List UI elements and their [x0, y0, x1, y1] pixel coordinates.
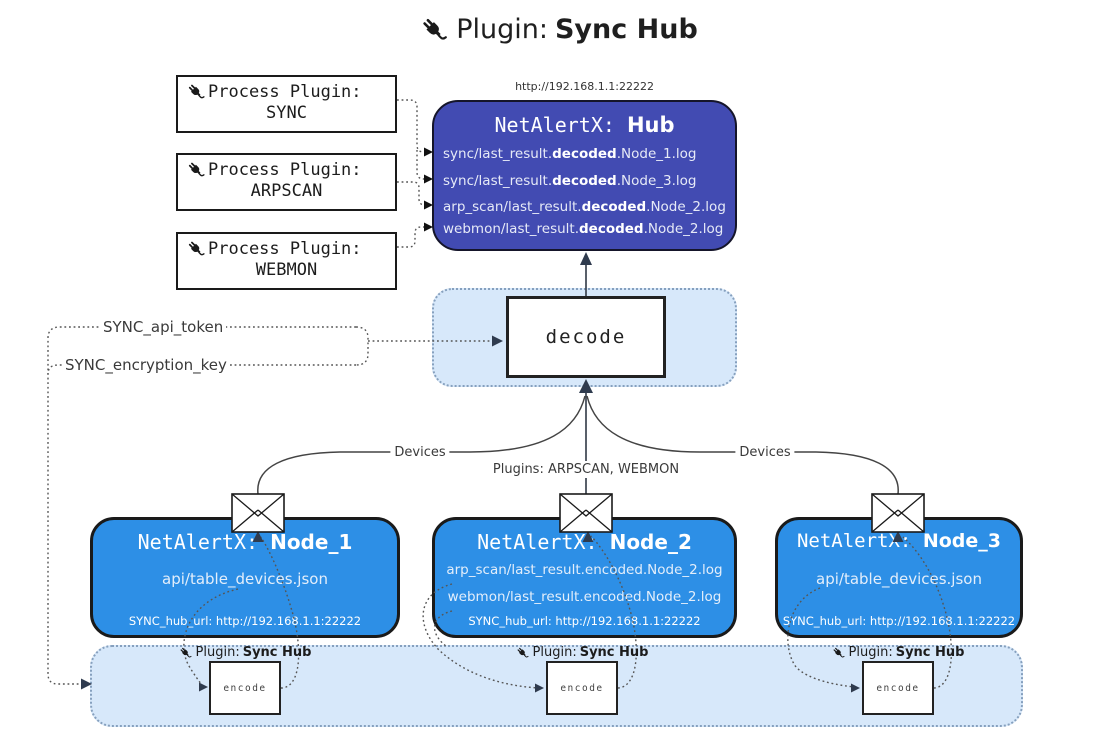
- arrowhead-into-hub: [580, 252, 592, 265]
- node-title-prefix: NetAlertX:: [477, 530, 610, 554]
- encode-plugin-prefix: Plugin:: [848, 645, 893, 660]
- connector-sync-feed: [397, 99, 429, 153]
- process-plugin-label: Process Plugin:: [208, 82, 362, 102]
- encode-box-1: encode: [209, 661, 281, 715]
- log-pre: sync/last_result.: [443, 173, 553, 189]
- plug-icon: [187, 82, 206, 102]
- log-bold: decoded: [579, 221, 644, 237]
- plugins-label: Plugins: ARPSCAN, WEBMON: [488, 461, 684, 478]
- encode-plugin-name: Sync Hub: [895, 645, 965, 660]
- page-title-prefix: Plugin:: [456, 14, 548, 45]
- connector-settings-cap: [355, 326, 369, 366]
- process-plugin-box-sync: Process Plugin: SYNC: [176, 75, 397, 133]
- log-pre: sync/last_result.: [443, 146, 553, 162]
- node-hub-url: SYNC_hub_url: http://192.168.1.1:22222: [468, 614, 701, 628]
- node-title: NetAlertX: Node_1: [93, 530, 397, 554]
- connector-webmon-feed: [397, 226, 429, 248]
- log-post: .Node_1.log: [616, 146, 697, 162]
- process-plugin-name: SYNC: [266, 103, 307, 123]
- log-post: .Node_2.log: [643, 221, 724, 237]
- log-post: .Node_3.log: [616, 173, 697, 189]
- node-box-node1: NetAlertX: Node_1 api/table_devices.json…: [90, 517, 400, 638]
- encode-box-2: encode: [546, 661, 618, 715]
- node-title-prefix: NetAlertX:: [137, 530, 271, 554]
- log-bold: decoded: [581, 199, 647, 215]
- hub-title-name: Hub: [626, 113, 675, 137]
- process-plugin-box-webmon: Process Plugin: WEBMON: [176, 232, 397, 290]
- sync-api-token-label: SYNC_api_token: [100, 318, 227, 336]
- node-file: api/table_devices.json: [816, 570, 982, 588]
- log-bold: decoded: [552, 173, 617, 189]
- encode-plugin-name: Sync Hub: [242, 645, 312, 660]
- process-plugin-label: Process Plugin:: [208, 239, 362, 259]
- log-post: .Node_2.log: [646, 199, 726, 215]
- node-title-name: Node_3: [922, 530, 1001, 552]
- log-bold: decoded: [552, 146, 617, 162]
- hub-title-prefix: NetAlertX:: [494, 113, 627, 137]
- devices-label-left: Devices: [390, 444, 450, 461]
- plug-icon: [832, 646, 846, 660]
- process-plugin-name: ARPSCAN: [250, 181, 323, 201]
- node-file: arp_scan/last_result.encoded.Node_2.log: [446, 562, 723, 578]
- hub-box: NetAlertX: Hub sync/last_result.decoded.…: [432, 100, 737, 251]
- node-title-name: Node_2: [609, 530, 692, 554]
- node-hub-url: SYNC_hub_url: http://192.168.1.1:22222: [782, 614, 1016, 628]
- process-plugin-label: Process Plugin:: [208, 160, 362, 180]
- encode-box-3: encode: [862, 661, 934, 715]
- plug-icon: [187, 160, 206, 180]
- hub-log-line: sync/last_result.decoded.Node_3.log: [443, 173, 735, 189]
- plug-icon: [516, 646, 530, 660]
- connector-sync-feed-2: [416, 150, 429, 180]
- plug-icon: [179, 646, 193, 660]
- page-title-name: Sync Hub: [554, 14, 698, 45]
- process-plugin-name: WEBMON: [255, 260, 318, 280]
- node-title: NetAlertX: Node_2: [435, 530, 734, 554]
- plug-icon: [187, 239, 206, 259]
- encode-plugin-label-2: Plugin: Sync Hub: [516, 645, 649, 660]
- log-pre: webmon/last_result.: [443, 221, 580, 237]
- encode-plugin-prefix: Plugin:: [532, 645, 577, 660]
- node-file: api/table_devices.json: [162, 570, 328, 588]
- encode-plugin-name: Sync Hub: [579, 645, 649, 660]
- encode-plugin-label-3: Plugin: Sync Hub: [832, 645, 965, 660]
- page-title: Plugin: Sync Hub: [0, 14, 1117, 45]
- encode-plugin-prefix: Plugin:: [195, 645, 240, 660]
- devices-label-right: Devices: [735, 444, 795, 461]
- hub-log-line: webmon/last_result.decoded.Node_2.log: [443, 221, 735, 237]
- node-title-name: Node_1: [270, 530, 353, 554]
- hub-log-line: sync/last_result.decoded.Node_1.log: [443, 146, 735, 162]
- node-box-node2: NetAlertX: Node_2 arp_scan/last_result.e…: [432, 517, 737, 638]
- sync-encryption-key-label: SYNC_encryption_key: [62, 356, 230, 374]
- node-hub-url: SYNC_hub_url: http://192.168.1.1:22222: [128, 614, 362, 628]
- connector-arpscan-feed: [397, 181, 429, 206]
- decode-box: decode: [506, 296, 666, 378]
- node-box-node3: NetAlertX: Node_3 api/table_devices.json…: [775, 517, 1023, 638]
- hub-log-line: arp_scan/last_result.decoded.Node_2.log: [443, 199, 735, 215]
- hub-title: NetAlertX: Hub: [434, 113, 735, 137]
- node-title: NetAlertX: Node_3: [778, 530, 1020, 552]
- log-pre: arp_scan/last_result.: [443, 199, 582, 215]
- hub-url-label: http://192.168.1.1:22222: [515, 80, 654, 93]
- encode-plugin-label-1: Plugin: Sync Hub: [179, 645, 312, 660]
- node-title-prefix: NetAlertX:: [796, 530, 923, 552]
- process-plugin-box-arpscan: Process Plugin: ARPSCAN: [176, 153, 397, 211]
- plug-icon: [420, 15, 449, 44]
- node-file: webmon/last_result.encoded.Node_2.log: [447, 589, 722, 605]
